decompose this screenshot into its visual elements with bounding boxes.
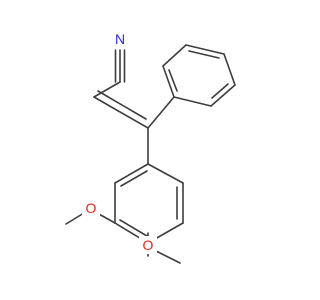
nitrogen-atom: N — [110, 30, 130, 48]
phenyl-bond-5 — [162, 44, 187, 67]
oxygen-atom-1: O — [82, 199, 100, 217]
o1-methyl-bond — [65, 212, 85, 225]
aryl-bond-1 — [147, 163, 184, 184]
aryl-inner-3 — [120, 170, 148, 187]
phenyl-bond-4 — [185, 44, 225, 55]
oxygen-label-1: O — [86, 200, 97, 216]
molecule-structure: N O O — [65, 30, 236, 264]
phenyl-bond-6 — [162, 65, 175, 98]
nitrogen-label: N — [115, 31, 125, 47]
o2-methyl-bond — [153, 249, 181, 264]
phenyl-bond-2 — [210, 84, 236, 107]
phenyl-inner-3 — [168, 69, 178, 92]
ch-cn-bond — [93, 81, 121, 98]
c-phenyl-bond — [147, 96, 175, 129]
oxygen-label-2: O — [143, 237, 154, 253]
aryl-bond-6 — [114, 163, 149, 184]
alkene-bond — [93, 96, 149, 129]
phenyl-inner-2 — [188, 50, 220, 59]
aryl-inner-2 — [119, 219, 148, 237]
bonds — [65, 44, 236, 264]
phenyl-bond-1 — [173, 96, 212, 107]
oxygen-atom-2: O — [139, 236, 157, 254]
atoms: N O O — [82, 30, 157, 254]
alkene-bond-inner — [97, 90, 147, 120]
phenyl-bond-3 — [223, 53, 236, 86]
phenyl-inner-1 — [211, 83, 229, 99]
